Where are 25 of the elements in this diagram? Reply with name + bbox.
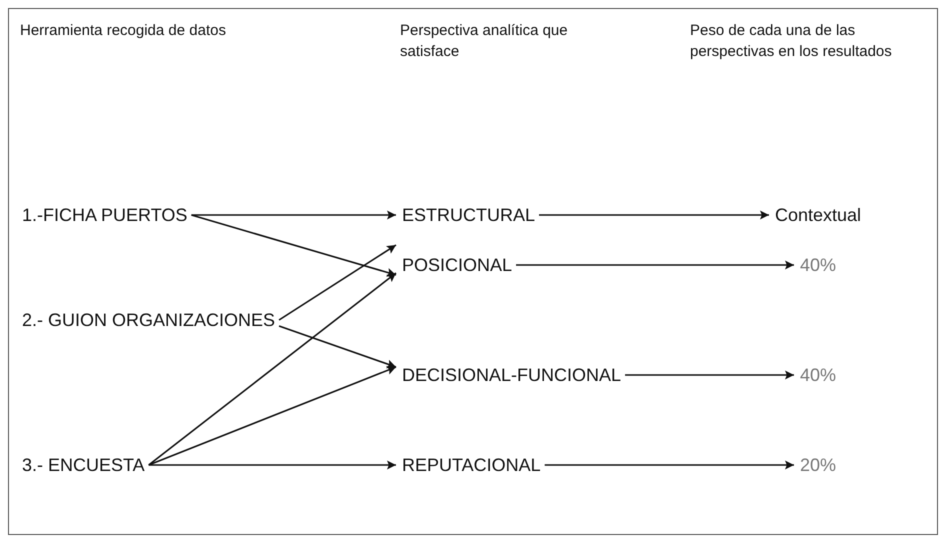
column-heading: Peso de cada una de las perspectivas en los resultados — [690, 21, 893, 62]
arrow — [148, 460, 396, 470]
arrow — [148, 366, 396, 466]
perspective-label: REPUTACIONAL — [400, 454, 543, 476]
arrow — [278, 325, 396, 368]
data-tool-label: 1.-FICHA PUERTOS — [20, 204, 190, 226]
arrow — [191, 210, 396, 220]
arrow — [539, 210, 769, 220]
column-heading: Herramienta recogida de datos — [20, 21, 227, 41]
perspective-label: DECISIONAL-FUNCIONAL — [400, 364, 624, 386]
weight-label: 40% — [798, 254, 838, 276]
arrow — [148, 272, 396, 466]
data-tool-label: 3.- ENCUESTA — [20, 454, 147, 476]
perspective-label: ESTRUCTURAL — [400, 204, 538, 226]
arrow — [516, 260, 794, 270]
data-tool-label: 2.- GUION ORGANIZACIONES — [20, 309, 278, 331]
weight-label: 40% — [798, 364, 838, 386]
weight-label: 20% — [798, 454, 838, 476]
column-heading: Perspectiva analítica que satisface — [400, 21, 569, 62]
arrow — [625, 370, 794, 380]
arrow — [544, 460, 794, 470]
perspective-label: POSICIONAL — [400, 254, 514, 276]
weight-label: Contextual — [773, 204, 864, 226]
arrow — [278, 244, 396, 321]
arrow — [191, 214, 396, 277]
